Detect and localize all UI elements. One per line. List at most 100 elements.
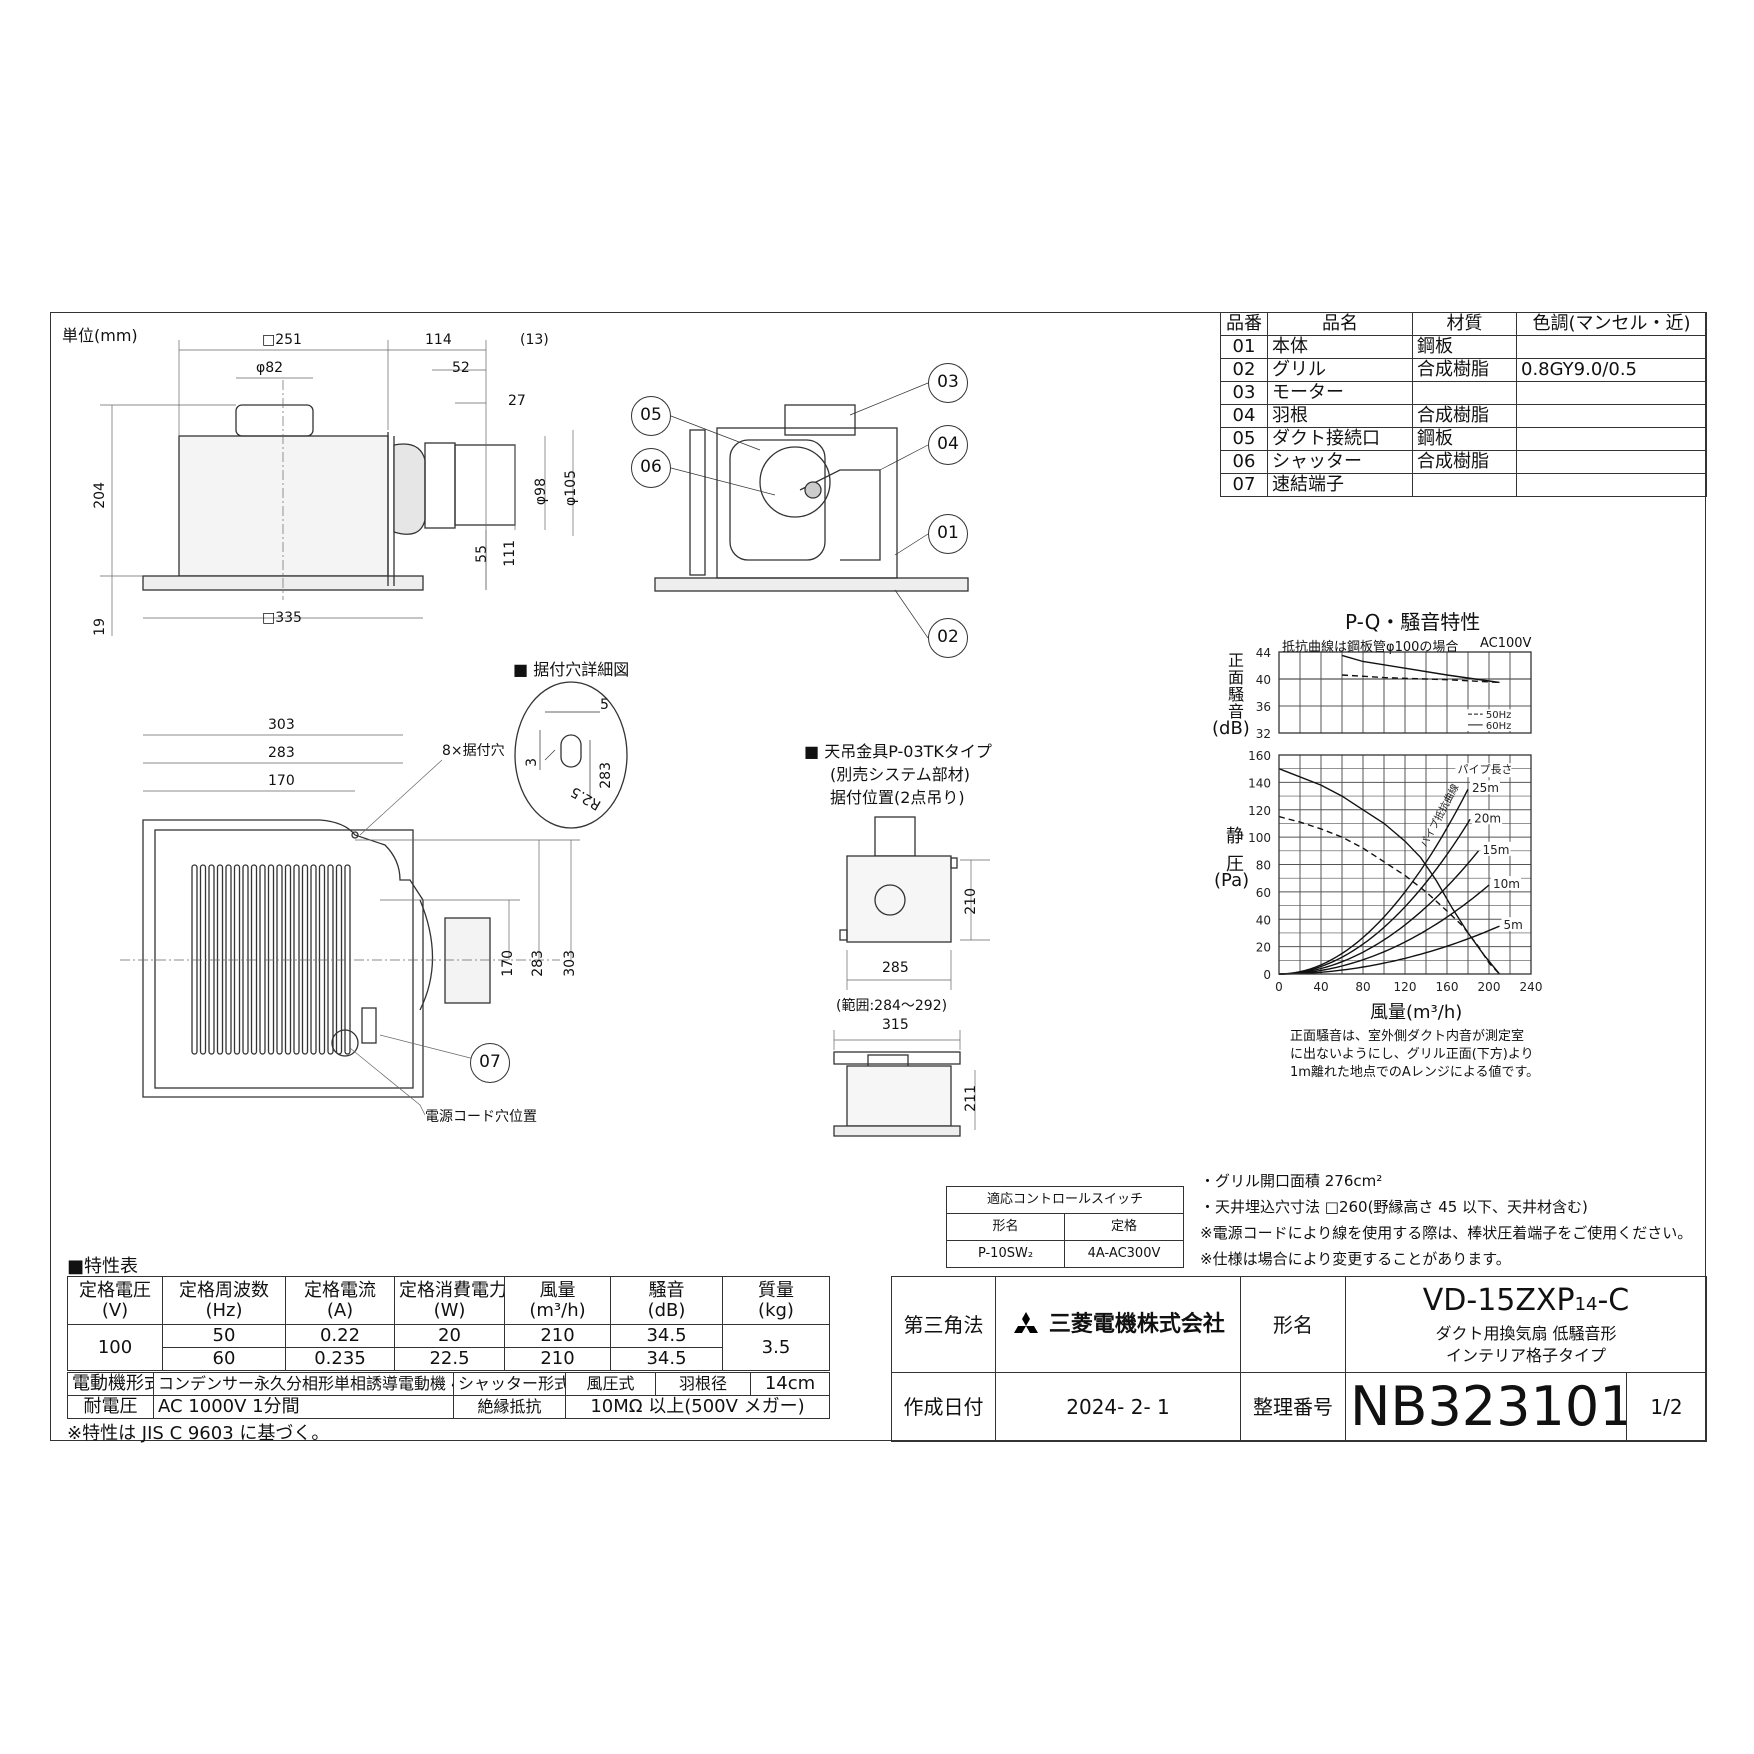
parts-cell: 色調(マンセル・近) xyxy=(1516,312,1707,336)
dim-width-flange: □335 xyxy=(262,610,302,626)
model-base: VD-15ZXP xyxy=(1422,1282,1575,1318)
grille-slat xyxy=(199,864,207,1055)
spec-table: 定格電圧(V)定格周波数(Hz)定格電流(A)定格消費電力(W)風量(m³/h)… xyxy=(67,1276,830,1371)
title-block: 第三角法 三菱電機株式会社 形名 VD-15ZXP14-C ダクト用換気扇 低騒… xyxy=(891,1276,1708,1442)
blade-value: 14cm xyxy=(750,1372,830,1396)
current-50: 0.22 xyxy=(285,1324,395,1348)
parts-cell xyxy=(1516,473,1707,497)
spec-header-unit: (m³/h) xyxy=(529,1299,586,1321)
model-sub: 14 xyxy=(1574,1293,1598,1315)
date-label: 作成日付 xyxy=(891,1372,996,1442)
resistance-label-15m: 15m xyxy=(1483,843,1510,857)
pq-yunit: (Pa) xyxy=(1214,870,1250,891)
parts-cell: 速結端子 xyxy=(1267,473,1413,497)
resistance-curve-5m xyxy=(1279,925,1500,975)
legend-label: 50Hz xyxy=(1486,710,1512,721)
spec-header-label: 質量 xyxy=(758,1279,794,1301)
pq-xtick-label: 120 xyxy=(1394,980,1417,994)
parts-cell: シャッター xyxy=(1267,450,1413,474)
pipe-header-label: パイプ長さ xyxy=(1458,763,1513,776)
curve-label-bg xyxy=(1480,841,1511,856)
current-60: 0.235 xyxy=(285,1347,395,1371)
frequency-50: 50 xyxy=(162,1324,286,1348)
grille-slat xyxy=(191,864,198,1055)
spec-header-label: 風量 xyxy=(539,1279,576,1301)
chart-note: 正面騒音は、室外側ダクト内音が測定室 に出ないようにし、グリル正面(下方)より … xyxy=(1290,1028,1539,1082)
noise-yunit: (dB) xyxy=(1212,718,1250,739)
shutter-label: シャッター形式 xyxy=(453,1372,566,1396)
dim-h170: 170 xyxy=(268,773,295,789)
voltage-value: 100 xyxy=(67,1324,163,1371)
pq-ytick-label: 120 xyxy=(1248,804,1271,818)
pq-line-50Hz xyxy=(1278,815,1501,975)
noise-line-60Hz xyxy=(1341,654,1500,684)
dim-collar-dia: φ82 xyxy=(256,360,284,376)
dim-duct-protrusion: (13) xyxy=(520,332,549,348)
pipe-curve-label: パイプ抵抗曲線 xyxy=(1417,782,1461,850)
dim-range: (範囲:284～292) xyxy=(836,998,948,1014)
projection-method: 第三角法 xyxy=(891,1276,996,1373)
chart-note-line: 正面騒音は、室外側ダクト内音が測定室 xyxy=(1290,1029,1525,1044)
dim-315: 315 xyxy=(882,1017,909,1033)
hole-detail-title: ■ 据付穴詳細図 xyxy=(513,660,630,679)
parts-cell: 鋼板 xyxy=(1412,427,1517,451)
resistance-label-20m: 20m xyxy=(1474,811,1501,825)
hanger-title: ■ 天吊金具P-03TKタイプ xyxy=(804,742,992,761)
spec-header: 質量(kg) xyxy=(722,1276,830,1325)
company-name: 三菱電機株式会社 xyxy=(1048,1311,1225,1337)
curve-label-bg xyxy=(1470,780,1500,795)
pq-ytick-label: 60 xyxy=(1256,886,1271,900)
switch-model: P-10SW₂ xyxy=(946,1240,1065,1268)
front-view-drawing xyxy=(100,340,574,636)
dim-285: 285 xyxy=(882,960,909,976)
model-desc1: ダクト用換気扇 低騒音形 xyxy=(1435,1323,1617,1343)
control-switch-title: 適応コントロールスイッチ xyxy=(945,1186,1185,1214)
resistance-curve-20m xyxy=(1278,818,1471,975)
units-label: 単位(mm) xyxy=(62,326,138,345)
resistance-label-10m: 10m xyxy=(1493,877,1520,891)
dim-h283: 283 xyxy=(268,745,295,761)
hanger-drawing xyxy=(833,816,990,1137)
grille-slat xyxy=(208,864,215,1055)
pq-ytick-label: 100 xyxy=(1248,831,1271,845)
dim-width-body: □251 xyxy=(262,332,302,348)
grille-slat xyxy=(267,864,275,1055)
spec-header: 風量(m³/h) xyxy=(504,1276,611,1325)
hole-count-label: 8×据付穴 xyxy=(442,743,505,759)
chart-condition: AC100V xyxy=(1480,636,1532,651)
insulation-label: 絶縁抵抗 xyxy=(453,1395,566,1419)
spec-header-unit: (dB) xyxy=(647,1299,686,1321)
spec-table-extra: 電動機形式 コンデンサー永久分相形単相誘導電動機 4 極 シャッター形式 風圧式… xyxy=(67,1372,830,1419)
pq-xlabel: 風量(m³/h) xyxy=(1370,1002,1463,1023)
motor-value: コンデンサー永久分相形単相誘導電動機 4 極 xyxy=(153,1372,454,1396)
parts-cell: 材質 xyxy=(1412,312,1517,336)
hanger-subtitle2: 据付位置(2点吊り) xyxy=(830,788,965,807)
spec-header-label: 定格消費電力 xyxy=(399,1279,505,1301)
balloon-03: 03 xyxy=(928,363,968,403)
pq-ytick-label: 0 xyxy=(1263,968,1271,982)
drawing-number: NB323101 xyxy=(1345,1372,1627,1442)
spec-header-unit: (Hz) xyxy=(205,1299,243,1321)
spec-header-label: 騒音 xyxy=(648,1279,685,1301)
power-60: 22.5 xyxy=(394,1347,505,1371)
parts-cell xyxy=(1412,381,1517,405)
parts-cell: 07 xyxy=(1220,473,1268,497)
grille-slat xyxy=(327,864,334,1055)
pq-xtick-label: 240 xyxy=(1520,980,1543,994)
motor-label: 電動機形式 xyxy=(67,1372,154,1396)
noise-ytick-label: 32 xyxy=(1256,727,1271,741)
model-cell: VD-15ZXP14-C ダクト用換気扇 低騒音形 インテリア格子タイプ xyxy=(1344,1276,1708,1373)
pq-line-60Hz xyxy=(1278,768,1501,975)
grille-slat xyxy=(301,864,309,1055)
noise-ytick-label: 40 xyxy=(1256,673,1271,687)
spec-header-unit: (V) xyxy=(101,1299,129,1321)
noise-60: 34.5 xyxy=(610,1347,723,1371)
pq-ytick-label: 140 xyxy=(1248,776,1271,790)
chart-note-line: 1m離れた地点でのAレンジによる値です。 xyxy=(1290,1065,1540,1080)
bottom-view-drawing xyxy=(120,734,580,1116)
spec-header-unit: (A) xyxy=(326,1299,354,1321)
